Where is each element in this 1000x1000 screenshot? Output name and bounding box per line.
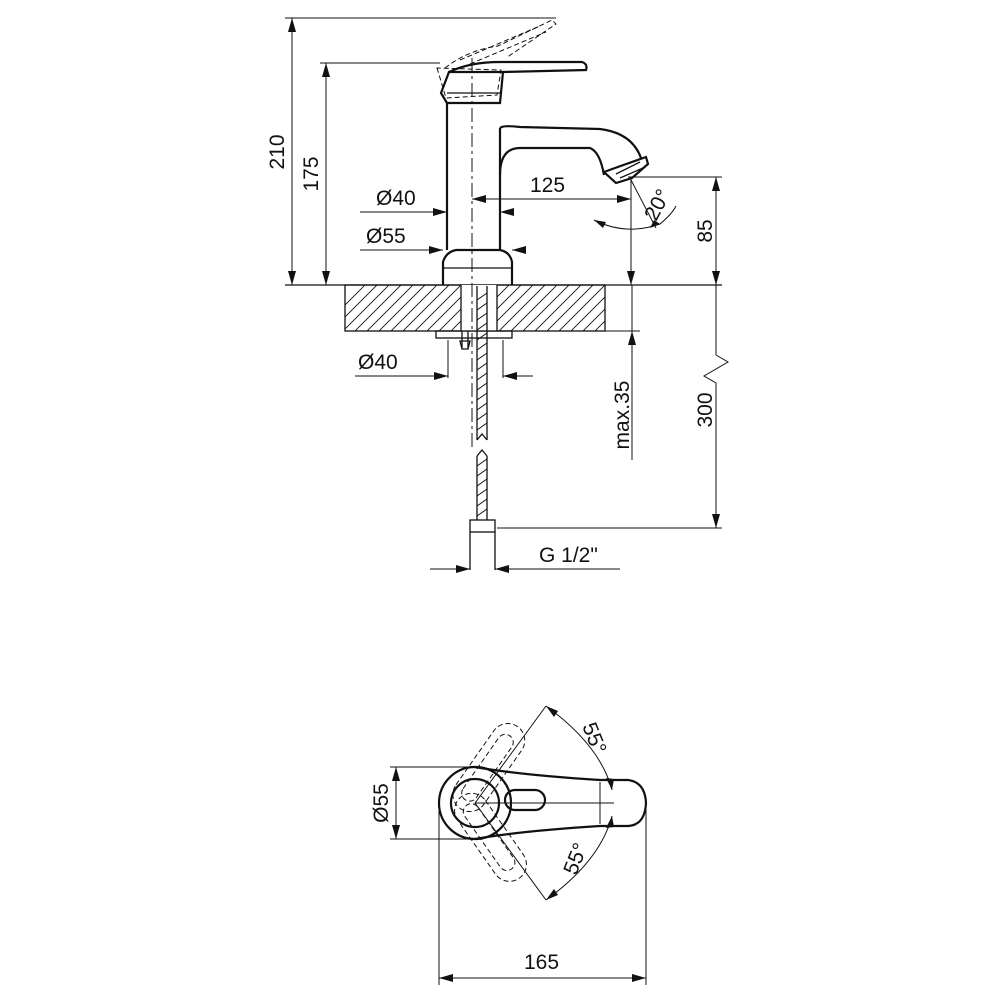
dim-body-diameter: Ø40 — [360, 187, 514, 216]
body-diameter-label: Ø40 — [376, 187, 416, 210]
lever-angle-upper-label: 55° — [577, 719, 610, 757]
dim-spout-reach: 125 — [472, 174, 631, 203]
connection-thread-label: G 1/2" — [539, 544, 598, 567]
spout-clearance-label: 85 — [694, 219, 717, 242]
top-base-diameter-label: Ø55 — [370, 783, 393, 823]
lever-angle-lower-label: 55° — [559, 840, 592, 878]
shank-diameter-label: Ø40 — [358, 351, 398, 374]
base-diameter-label: Ø55 — [366, 225, 406, 248]
dim-base-diameter: Ø55 — [360, 225, 526, 254]
dim-overall-length: 165 — [438, 803, 647, 985]
spout-height-label: 175 — [300, 156, 323, 191]
top-view: 55° 55° Ø55 165 — [370, 705, 648, 985]
dim-spout-height: 175 — [300, 62, 440, 285]
side-view: 210 175 Ø40 125 — [266, 17, 729, 573]
overall-length-label: 165 — [524, 951, 559, 974]
lever-raised-ghost — [436, 19, 557, 99]
dim-top-base-diameter: Ø55 — [370, 766, 475, 840]
hose-length-label: 300 — [694, 392, 717, 427]
total-height-label: 210 — [266, 134, 289, 169]
dim-spout-clearance: 85 — [627, 176, 722, 285]
faucet-body — [439, 60, 650, 285]
mounting-assembly — [435, 286, 513, 570]
dim-total-height: 210 — [266, 17, 556, 285]
spout-angle-label: 20° — [640, 186, 675, 225]
dim-max-counter-thickness: max.35 — [605, 285, 640, 460]
spout-reach-label: 125 — [530, 174, 565, 197]
dim-connection-thread: G 1/2" — [430, 544, 620, 573]
dim-lever-angles: 55° 55° — [474, 705, 614, 901]
dim-shank-diameter: Ø40 — [355, 340, 533, 380]
dim-spout-angle: 20° — [593, 178, 677, 285]
lever-ghost-positions — [452, 722, 527, 882]
max-counter-thickness-label: max.35 — [611, 381, 634, 450]
dim-hose-length: 300 — [497, 285, 729, 529]
